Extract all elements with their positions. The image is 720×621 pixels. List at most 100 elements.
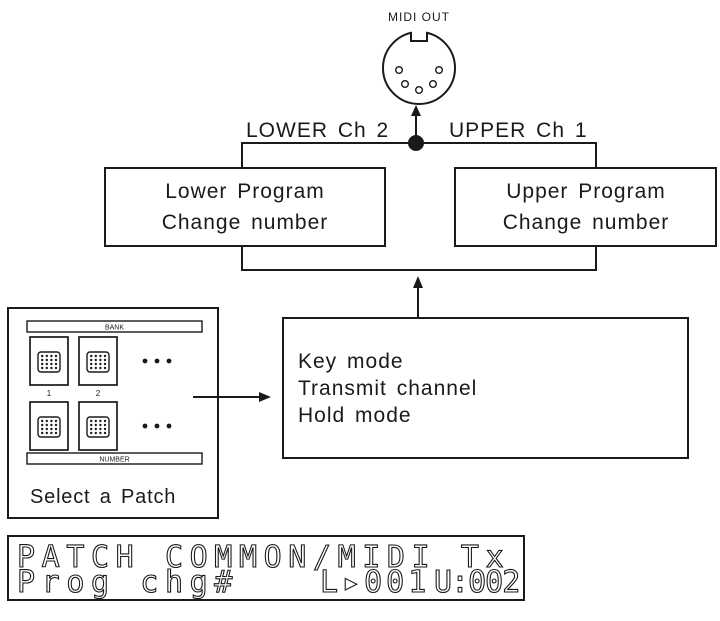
patch-icon-dots — [90, 354, 107, 370]
patch-icon-dot — [94, 358, 97, 362]
number-bar — [26, 452, 203, 465]
patch-icon-dot — [45, 354, 48, 358]
params-box-frame — [282, 317, 689, 459]
bank-bar — [26, 320, 203, 333]
patch-icon-dot — [45, 362, 48, 366]
patch-icon-dot — [45, 358, 48, 362]
lcd-display: PATCH COMMON/MIDI Tx Prog chg# L▸001 U:0… — [7, 535, 525, 601]
lower-box-line2: Change number — [162, 211, 329, 234]
patch-icon-dot — [54, 362, 58, 366]
patch-icon-dot — [99, 362, 102, 366]
arrow-to-params — [193, 392, 271, 402]
patch-icon-dot — [45, 366, 48, 370]
patch-icon-frame — [78, 401, 118, 451]
arrow-head — [411, 105, 421, 116]
bank-label: BANK — [105, 325, 124, 332]
patch-icon-dot — [45, 419, 48, 423]
patch-icon-dot — [41, 354, 44, 358]
patch-icon — [29, 336, 69, 386]
lower-channel-label: LOWER Ch 2 — [246, 119, 389, 142]
patch-icon-pad — [37, 416, 61, 438]
midi-out-connector-icon — [382, 29, 456, 105]
ellipsis-dot — [154, 358, 160, 364]
lcd-line1: PATCH COMMON/MIDI Tx — [17, 540, 510, 575]
patch-panel-frame — [7, 307, 219, 519]
patch-icon-dot — [50, 354, 53, 358]
patch-icon-frame — [29, 336, 69, 386]
ellipsis-dot — [142, 423, 148, 429]
patch-icon-dot — [94, 431, 97, 435]
patch-icon-pad — [86, 416, 110, 438]
patch-icon-dot — [103, 362, 107, 366]
patch-icon-dot — [50, 358, 53, 362]
connector-pin — [395, 65, 404, 74]
patch-icon-dot — [41, 419, 44, 423]
patch-number-label: 1 — [47, 389, 52, 398]
patch-icon-dot — [41, 358, 44, 362]
patch-number-label: 2 — [96, 389, 101, 398]
upper-channel-label: UPPER Ch 1 — [449, 119, 588, 142]
param-key-mode: Key mode — [298, 350, 404, 373]
patch-icon-dot — [41, 431, 44, 435]
patch-icon-dot — [90, 358, 93, 362]
patch-icon-dot — [99, 431, 102, 435]
patch-icon-dot — [90, 366, 93, 370]
patch-icon-dot — [94, 354, 97, 358]
number-label: NUMBER — [99, 457, 129, 464]
patch-icon-dot — [99, 358, 102, 362]
lcd-frame — [7, 535, 525, 601]
patch-icon-dot — [50, 362, 53, 366]
patch-icon-dots — [41, 419, 58, 435]
patch-icon-dot — [90, 362, 93, 366]
patch-icon-pad — [37, 351, 61, 373]
patch-icon-dot — [94, 423, 97, 427]
ellipsis-dot — [166, 358, 172, 364]
upper-box-line2: Change number — [503, 211, 670, 234]
patch-icon-dot — [45, 423, 48, 427]
patch-icon-dot — [94, 419, 97, 423]
patch-icon-dot — [45, 427, 48, 431]
ellipsis-dot — [142, 358, 148, 364]
patch-icon-dot — [103, 354, 107, 358]
patch-icon-dot — [54, 431, 58, 435]
patch-select-panel: BANK 1 2 — [7, 307, 219, 519]
patch-icon — [29, 401, 69, 451]
patch-icon-dot — [94, 427, 97, 431]
patch-icon-dot — [45, 431, 48, 435]
lcd-line2-upper-value: U:002 — [434, 565, 519, 600]
patch-icon-dot — [103, 431, 107, 435]
ellipsis-dot — [154, 423, 160, 429]
more-patches-ellipsis — [142, 358, 172, 364]
lower-program-change-box: Lower Program Change number — [104, 167, 386, 247]
patch-icon-dot — [99, 354, 102, 358]
param-hold-mode: Hold mode — [298, 404, 412, 427]
patch-icon-dots — [90, 419, 107, 435]
patch-icon-dot — [54, 427, 58, 431]
lower-box-line1: Lower Program — [165, 180, 325, 203]
connector-pin — [415, 85, 424, 94]
patch-parameters-box: Key mode Transmit channel Hold mode — [282, 317, 689, 459]
patch-icon-frame — [78, 336, 118, 386]
arrow-head — [413, 276, 423, 288]
patch-icon-dot — [99, 423, 102, 427]
patch-icon-dot — [90, 354, 93, 358]
patch-icon-dot — [90, 419, 93, 423]
connector-pin — [435, 65, 444, 74]
arrow-to-bus — [413, 276, 423, 317]
patch-icon-pad — [86, 351, 110, 373]
patch-icon-frame — [29, 401, 69, 451]
patch-icon-dot — [103, 358, 107, 362]
patch-icon-dot — [41, 362, 44, 366]
connector-pin — [401, 79, 410, 88]
patch-icon-dot — [54, 419, 58, 423]
patch-icon-dot — [94, 362, 97, 366]
patch-icon-dot — [99, 427, 102, 431]
patch-icon-dot — [103, 427, 107, 431]
patch-icon-dot — [50, 431, 53, 435]
patch-icon-dot — [41, 423, 44, 427]
junction-dot — [408, 135, 424, 151]
patch-icon-dot — [90, 423, 93, 427]
upper-program-change-box: Upper Program Change number — [454, 167, 717, 247]
patch-icon-dot — [94, 366, 97, 370]
patch-icon-dot — [41, 366, 44, 370]
